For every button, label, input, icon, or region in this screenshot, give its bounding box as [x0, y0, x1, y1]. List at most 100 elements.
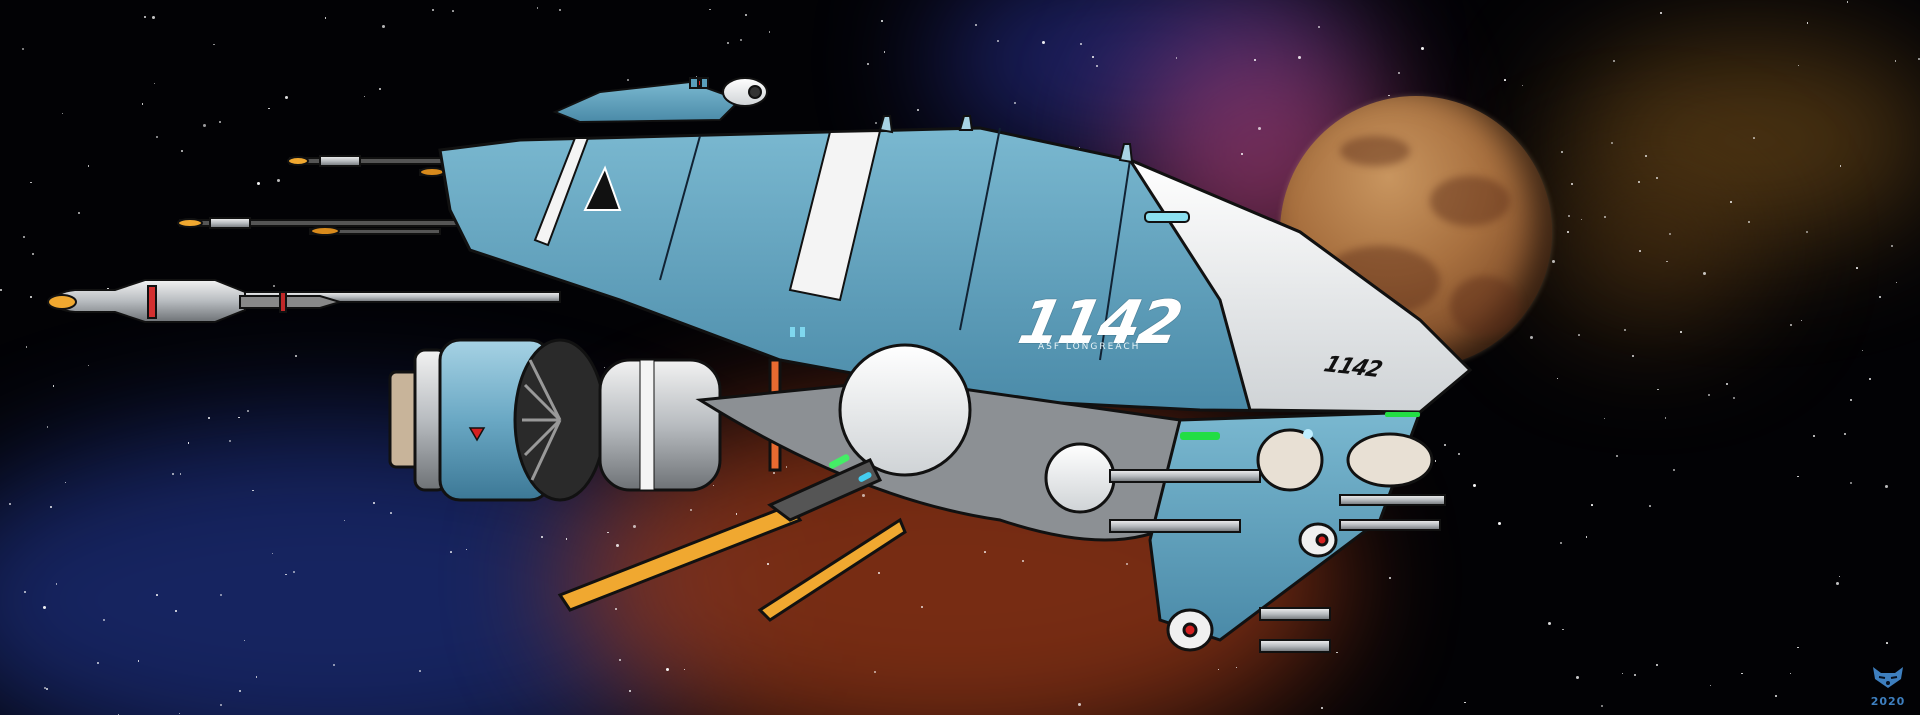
- star: [465, 548, 468, 551]
- star: [1632, 355, 1635, 358]
- hull-stripe-rear: [533, 137, 590, 247]
- star: [172, 473, 175, 476]
- star: [1839, 165, 1842, 167]
- star: [618, 658, 621, 661]
- star: [1529, 336, 1533, 340]
- star: [49, 505, 52, 508]
- star: [203, 123, 207, 127]
- star: [607, 531, 609, 534]
- star: [178, 712, 181, 715]
- star: [565, 538, 568, 540]
- star: [1637, 180, 1640, 183]
- main-engine: [388, 338, 782, 502]
- star: [1624, 329, 1627, 332]
- star: [87, 165, 90, 167]
- star: [363, 95, 365, 98]
- star: [390, 512, 392, 514]
- star: [1551, 259, 1555, 263]
- nav-light-blue: [1303, 429, 1313, 439]
- star: [1321, 706, 1324, 709]
- star: [1639, 250, 1641, 252]
- star: [379, 88, 382, 91]
- star: [219, 594, 222, 597]
- star: [0, 289, 3, 291]
- star: [180, 150, 183, 153]
- star: [1707, 394, 1710, 397]
- star: [1861, 349, 1864, 352]
- star: [1388, 94, 1390, 97]
- star: [726, 42, 729, 45]
- star: [1806, 231, 1809, 234]
- star: [333, 663, 336, 666]
- star: [1894, 60, 1897, 62]
- star: [284, 95, 288, 99]
- star: [1645, 154, 1648, 157]
- star: [1672, 469, 1675, 472]
- star: [207, 417, 210, 420]
- star: [616, 543, 620, 547]
- star: [1655, 663, 1658, 666]
- star: [151, 15, 155, 19]
- star: [268, 107, 270, 110]
- star: [238, 416, 240, 419]
- star: [1561, 151, 1564, 154]
- indicator-green: [828, 454, 850, 469]
- star: [1096, 64, 1099, 67]
- star: [1254, 59, 1257, 62]
- star: [218, 121, 221, 124]
- star: [1856, 267, 1858, 269]
- star: [874, 670, 877, 673]
- star: [1556, 377, 1559, 380]
- star: [1521, 84, 1524, 87]
- star: [1797, 646, 1799, 649]
- star: [1297, 55, 1301, 59]
- star: [43, 686, 46, 689]
- star: [271, 552, 274, 555]
- star: [25, 346, 28, 348]
- star: [153, 82, 156, 85]
- star: [256, 182, 260, 186]
- star: [1567, 231, 1570, 234]
- star: [220, 703, 223, 706]
- dorsal-turret: [552, 77, 768, 124]
- star: [1703, 271, 1707, 275]
- star: [55, 583, 58, 585]
- star: [255, 676, 258, 678]
- fox-head-icon: [1873, 667, 1903, 688]
- star: [1879, 295, 1882, 298]
- star: [615, 607, 618, 610]
- star: [690, 508, 693, 511]
- star: [1464, 701, 1466, 704]
- status-light-green: [1180, 432, 1220, 440]
- star: [996, 39, 999, 42]
- star: [1175, 57, 1178, 59]
- star: [1869, 378, 1872, 381]
- star: [141, 103, 144, 105]
- star: [1790, 323, 1793, 326]
- star: [452, 10, 454, 12]
- star: [450, 551, 452, 553]
- star: [772, 471, 775, 474]
- star: [96, 662, 99, 665]
- star: [1578, 334, 1580, 336]
- star: [1813, 435, 1816, 438]
- star: [117, 713, 120, 715]
- star: [228, 440, 231, 443]
- star: [1655, 176, 1658, 179]
- star: [1125, 562, 1128, 565]
- signature-year: 2020: [1870, 695, 1906, 708]
- star: [1575, 675, 1579, 679]
- star: [1013, 101, 1016, 104]
- star: [984, 551, 986, 553]
- star: [213, 43, 215, 46]
- star: [30, 181, 32, 184]
- star: [878, 572, 881, 575]
- star: [107, 287, 109, 290]
- star: [324, 17, 327, 19]
- star: [1547, 622, 1551, 625]
- star: [43, 605, 47, 609]
- star: [294, 355, 297, 358]
- star: [1077, 702, 1081, 706]
- star: [1336, 651, 1338, 654]
